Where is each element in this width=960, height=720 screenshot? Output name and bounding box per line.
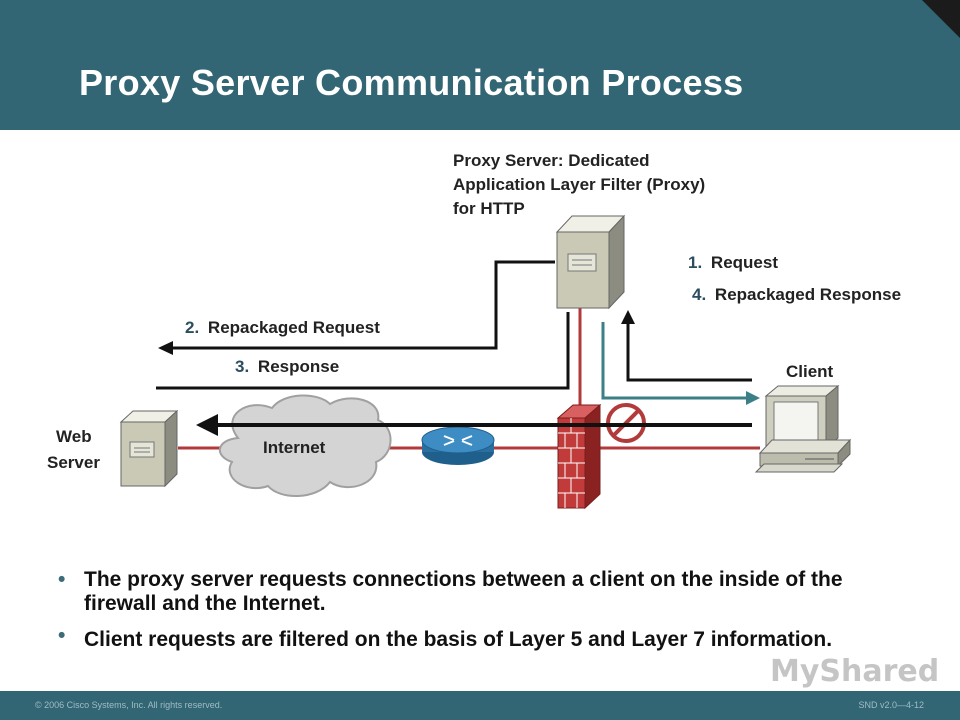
step-2-text: Repackaged Request [208, 318, 380, 337]
course-code: SND v2.0—4-12 [858, 700, 924, 710]
router-icon [421, 426, 495, 465]
repackaged-response-arrow [601, 322, 748, 400]
step-2-num: 2. [185, 318, 199, 337]
web-server-label-line1: Web [56, 427, 92, 446]
internet-cloud [219, 394, 392, 498]
internet-label: Internet [263, 438, 326, 457]
slide-title: Proxy Server Communication Process [79, 62, 744, 103]
step-3-text: Response [258, 357, 339, 376]
step-4-num: 4. [692, 285, 706, 304]
bullet-dot: • [58, 568, 66, 591]
proxy-label-line3: for HTTP [453, 199, 525, 218]
step-3-num: 3. [235, 357, 249, 376]
bullet-item: • Client requests are filtered on the ba… [58, 624, 918, 656]
step-4-text: Repackaged Response [715, 285, 901, 304]
step-3-label: 3. Response [235, 357, 339, 376]
proxy-diagram: Internet Web Server [47, 151, 901, 510]
copyright-text: © 2006 Cisco Systems, Inc. All rights re… [35, 700, 223, 710]
step-1-text: Request [711, 253, 778, 272]
repackaged-request-arrow [172, 260, 555, 350]
firewall-icon [556, 403, 602, 510]
step-1-label: 1. Request [688, 253, 778, 272]
client-label: Client [786, 362, 834, 381]
header-corner-decoration [922, 0, 960, 38]
watermark-logo: MyShared [770, 654, 940, 689]
slide-header: Proxy Server Communication Process [0, 0, 960, 130]
bullet-item: • The proxy server requests connections … [58, 568, 918, 616]
step-2-label: 2. Repackaged Request [185, 318, 380, 337]
client-pc-icon [754, 384, 852, 473]
proxy-label-line2: Application Layer Filter (Proxy) [453, 175, 705, 194]
response-arrow [156, 312, 570, 390]
step-1-num: 1. [688, 253, 702, 272]
proxy-label-line1: Proxy Server: Dedicated [453, 151, 650, 170]
bullet-text: Client requests are filtered on the basi… [84, 628, 833, 651]
bullet-text: The proxy server requests connections be… [84, 568, 843, 615]
proxy-server-icon [555, 214, 626, 310]
slide-footer: © 2006 Cisco Systems, Inc. All rights re… [0, 691, 960, 720]
bullet-dot: • [58, 624, 66, 647]
web-server-label-line2: Server [47, 453, 100, 472]
bullet-list: • The proxy server requests connections … [58, 568, 918, 664]
request-arrow [626, 320, 752, 382]
web-server-icon [119, 409, 179, 488]
step-4-label: 4. Repackaged Response [692, 285, 901, 304]
